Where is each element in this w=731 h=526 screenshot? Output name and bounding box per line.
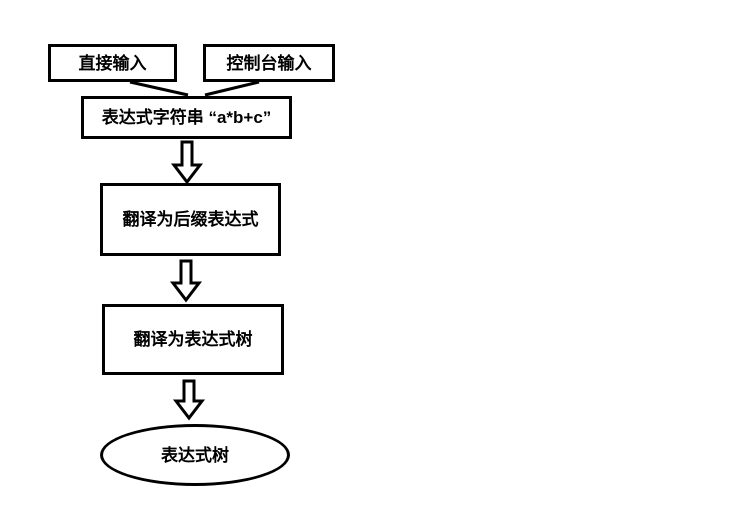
node-expression-tree-ellipse: 表达式树: [100, 424, 290, 486]
connector-line-direct-input: [129, 80, 189, 97]
connector-line-console-input: [204, 80, 260, 97]
node-console-input: 控制台输入: [203, 44, 335, 82]
down-block-arrow-1: [170, 140, 204, 185]
down-block-arrow-2: [169, 259, 203, 303]
down-block-arrow-3: [172, 379, 206, 421]
node-direct-input: 直接输入: [48, 44, 177, 82]
node-translate-tree: 翻译为表达式树: [102, 304, 284, 375]
node-expression-string: 表达式字符串 “a*b+c”: [81, 96, 292, 139]
node-translate-postfix: 翻译为后缀表达式: [100, 183, 281, 256]
